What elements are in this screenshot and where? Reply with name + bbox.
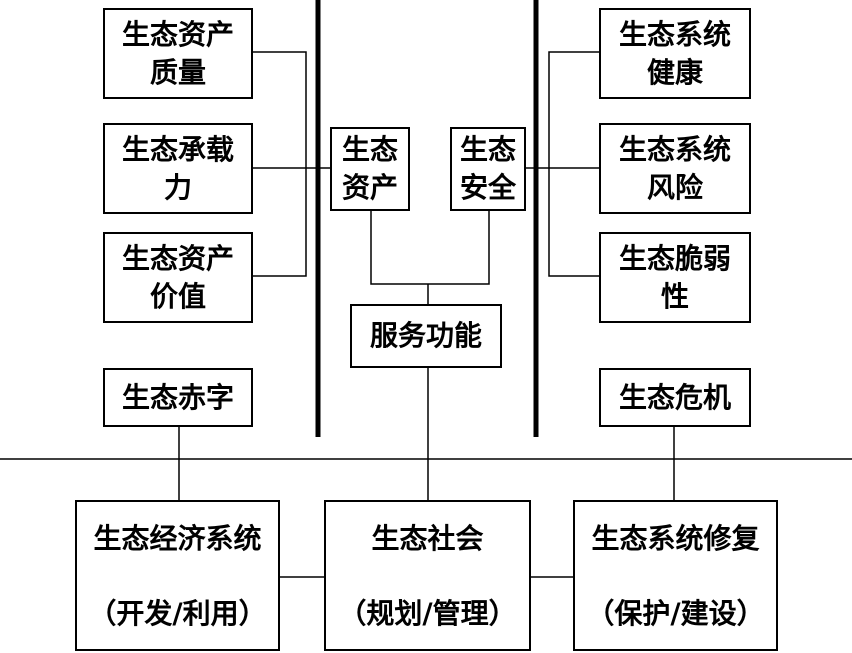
right-bracket	[548, 51, 599, 277]
left-bracket	[253, 51, 307, 277]
node-asset-quality-label: 生态资产 质量	[121, 17, 234, 89]
node-eco-deficit: 生态赤字	[103, 368, 253, 427]
node-vulnerability: 生态脆弱 性	[599, 232, 751, 323]
node-restoration-sub: （保护/建设）	[586, 597, 765, 630]
node-eco-crisis: 生态危机	[599, 368, 751, 427]
node-eco-asset-label: 生态 资产	[341, 133, 398, 204]
node-eco-society-sub: （规划/管理）	[338, 597, 517, 630]
node-economic-system-title: 生态经济系统	[93, 522, 262, 555]
asset-security-connector	[370, 211, 490, 285]
node-system-risk-label: 生态系统 风险	[618, 132, 731, 204]
node-eco-deficit-label: 生态赤字	[121, 380, 234, 414]
node-carrying-capacity-label: 生态承载 力	[121, 132, 234, 204]
node-asset-value: 生态资产 价值	[103, 232, 253, 323]
node-asset-value-label: 生态资产 价值	[121, 241, 234, 313]
node-carrying-capacity: 生态承载 力	[103, 123, 253, 214]
node-restoration-title: 生态系统修复	[591, 522, 760, 555]
node-system-health: 生态系统 健康	[599, 8, 751, 99]
node-restoration: 生态系统修复 （保护/建设）	[573, 500, 778, 651]
node-system-risk: 生态系统 风险	[599, 123, 751, 214]
node-vulnerability-label: 生态脆弱 性	[618, 241, 731, 313]
node-eco-society: 生态社会 （规划/管理）	[324, 500, 531, 651]
node-service-function: 服务功能	[350, 304, 502, 368]
node-economic-system: 生态经济系统 （开发/利用）	[75, 500, 280, 651]
node-service-function-label: 服务功能	[369, 319, 482, 352]
node-asset-quality: 生态资产 质量	[103, 8, 253, 99]
node-system-health-label: 生态系统 健康	[618, 17, 731, 89]
node-economic-system-sub: （开发/利用）	[88, 597, 267, 630]
node-eco-asset: 生态 资产	[330, 127, 410, 211]
node-eco-security-label: 生态 安全	[459, 133, 516, 204]
node-eco-society-title: 生态社会	[371, 522, 484, 555]
node-eco-security: 生态 安全	[450, 127, 526, 211]
node-eco-crisis-label: 生态危机	[618, 380, 731, 414]
